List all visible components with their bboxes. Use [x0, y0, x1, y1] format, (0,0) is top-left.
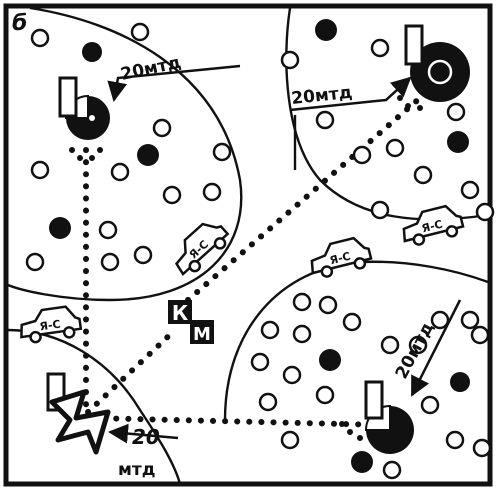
- car-icon: [402, 204, 465, 243]
- post-bottom-left: [46, 372, 111, 455]
- car-icon: [174, 222, 230, 276]
- route-bottom-horizontal: [89, 415, 388, 428]
- car-top-right: Я-С: [402, 204, 465, 246]
- lightning-icon: [49, 389, 111, 455]
- post-top-right: [404, 24, 470, 102]
- car-label: Я-С: [420, 218, 444, 236]
- dot-clusters: [69, 95, 423, 441]
- flag-icon: [404, 24, 424, 66]
- arrow-icon: [410, 299, 462, 397]
- command-post-bottom: М: [193, 324, 211, 345]
- flag-icon: [364, 380, 384, 420]
- car-label: Я-С: [39, 318, 62, 334]
- arrow-icon: [289, 76, 412, 112]
- car-center: Я-С: [310, 236, 373, 278]
- radius-arrows: [107, 64, 462, 444]
- movement-routes: [83, 95, 423, 428]
- car-icon: [310, 236, 373, 275]
- filled-circles: [49, 19, 470, 473]
- car-label: Я-С: [328, 250, 352, 268]
- arrow-icon: [108, 423, 179, 444]
- route-diagonal-lower: [85, 327, 178, 415]
- radius-label-bottom-left-unit: мтд: [118, 460, 155, 480]
- route-diagonal-upper: [185, 95, 423, 303]
- post-bottom-right: [364, 380, 414, 454]
- car-left: Я-С: [20, 305, 83, 344]
- open-circles: [25, 22, 495, 480]
- flag-icon: [58, 76, 78, 118]
- panel-label: б: [12, 11, 27, 36]
- command-post: К М: [168, 300, 214, 345]
- car-center-left: Я-С: [174, 222, 230, 276]
- post-top-left: [58, 76, 110, 140]
- arrow-icon: [107, 64, 241, 102]
- radius-label-bottom-left-value: 20: [132, 425, 160, 449]
- command-post-top: К: [172, 301, 189, 325]
